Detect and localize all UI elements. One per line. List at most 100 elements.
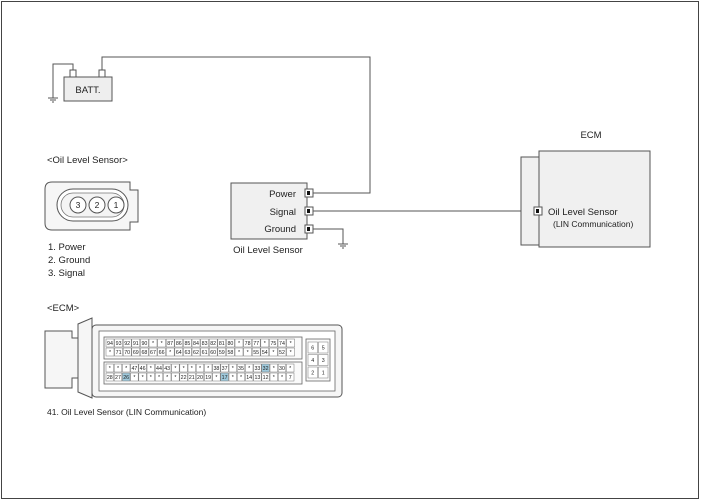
ecm-pin-number: 71 xyxy=(116,350,122,356)
ecm-connector-housing xyxy=(520,156,542,246)
power-wire xyxy=(101,56,371,194)
ecm-pin-number: 84 xyxy=(193,341,199,347)
ecm-pin-cell xyxy=(286,338,295,348)
oil-sensor-pin-1-label: 1 xyxy=(114,200,119,210)
ecm-pin-cell xyxy=(140,347,149,357)
ecm-pin-cell xyxy=(154,363,164,373)
ecm-pin-cell xyxy=(269,347,278,357)
ecm-pin-number: * xyxy=(238,350,240,356)
ecm-pin-cell xyxy=(183,347,192,357)
ecm-pin-cell xyxy=(243,338,252,348)
ecm-pin-number: 47 xyxy=(131,366,137,372)
ecm-pin-cell xyxy=(226,338,235,348)
ecm-pin-cell xyxy=(105,363,114,373)
ecm-pin-number: 70 xyxy=(124,350,130,356)
ecm-connector-flange xyxy=(77,317,93,399)
ecm-pin-cell xyxy=(261,363,270,373)
ecm-pin-number: * xyxy=(150,375,152,381)
battery-ground-wire xyxy=(48,63,74,103)
ecm-pin-cell xyxy=(236,372,246,382)
ecm-pin-cell xyxy=(220,363,229,373)
ecm-side-pin-number: 4 xyxy=(311,358,314,364)
ecm-pin-sublabel: (LIN Communication) xyxy=(553,219,633,229)
ecm-pin-cell xyxy=(138,372,147,382)
ecm-pin-cell xyxy=(130,363,139,373)
ecm-pin-number: 86 xyxy=(176,341,182,347)
ecm-pin-cell xyxy=(114,338,123,348)
ecm-pin-cell xyxy=(174,338,184,348)
sensor-terminal-signal: Signal xyxy=(270,207,296,218)
sensor-box xyxy=(230,182,308,240)
ecm-pin-number: 68 xyxy=(141,350,147,356)
battery: BATT. xyxy=(63,69,113,102)
ecm-pin-number: 59 xyxy=(219,350,225,356)
ecm-side-pin-cell xyxy=(318,341,329,354)
ecm-pin-cell xyxy=(105,338,115,348)
sensor-pin-signal-mark xyxy=(307,209,310,213)
oil-sensor-legend-1: 1. Power xyxy=(48,242,86,253)
ecm-pin-number: * xyxy=(152,341,154,347)
ecm-pin-cell xyxy=(146,363,155,373)
ecm-pin-cell xyxy=(277,338,287,348)
ecm-pin-number: * xyxy=(290,341,292,347)
ecm-pin-cell xyxy=(187,363,196,373)
sensor-pin-power-mark xyxy=(307,191,310,195)
ecm-pin-number: * xyxy=(117,366,119,372)
ecm-pin-cell xyxy=(191,347,201,357)
ecm-pin-cell xyxy=(165,338,175,348)
ecm-pin-number: 81 xyxy=(219,341,225,347)
battery-body xyxy=(63,76,113,102)
ecm-pin-cell xyxy=(179,363,188,373)
ecm-pin-number: 21 xyxy=(189,375,195,381)
ecm-pin-cell xyxy=(228,372,237,382)
ecm-connector-title: <ECM> xyxy=(47,303,80,314)
oil-sensor-pin-2-label: 2 xyxy=(95,200,100,210)
ecm-pin-number: 17 xyxy=(222,375,228,381)
ecm-pin-cell xyxy=(277,363,287,373)
ecm-pin-number: * xyxy=(158,375,160,381)
battery-label: BATT. xyxy=(75,85,100,96)
ecm-pin-number: 37 xyxy=(222,366,228,372)
oil-level-sensor-connector: <Oil Level Sensor> 3 2 1 1. Power 2. Gro… xyxy=(44,155,139,279)
ecm-pin-number: 82 xyxy=(210,341,216,347)
ecm-pin-cell xyxy=(131,347,141,357)
ecm-pin-number: * xyxy=(240,375,242,381)
ecm-pin-cell xyxy=(277,347,287,357)
ecm-pin-number: * xyxy=(199,366,201,372)
ecm-pin-number: * xyxy=(150,366,152,372)
ecm-pin-number: 69 xyxy=(133,350,139,356)
ecm-pin-cell xyxy=(236,363,246,373)
ecm-pin-cell xyxy=(261,372,270,382)
oil-sensor-pin-3 xyxy=(69,196,87,214)
ecm-pin-number: * xyxy=(174,366,176,372)
ecm-pin-number: * xyxy=(290,350,292,356)
ecm-pin-number: * xyxy=(215,375,217,381)
sensor-terminal-power: Power xyxy=(269,189,296,200)
ecm-pin-cell xyxy=(260,347,270,357)
ecm-pin-number: 14 xyxy=(246,375,252,381)
ecm-pin-number: * xyxy=(238,341,240,347)
oil-sensor-pin-1 xyxy=(107,196,125,214)
ecm-pin-number: 92 xyxy=(124,341,130,347)
ecm-pin-cell xyxy=(113,372,123,382)
ecm-pin-number: 30 xyxy=(279,366,285,372)
ecm-pin-number: 90 xyxy=(141,341,147,347)
ecm-pin-number: 94 xyxy=(107,341,113,347)
ecm-pin-cell xyxy=(183,338,192,348)
ecm-pin-cell xyxy=(130,372,139,382)
ecm-pin-number: * xyxy=(289,366,291,372)
ecm-pin-number: * xyxy=(264,341,266,347)
battery-negative-post xyxy=(69,69,77,78)
ecm-pin-number: * xyxy=(109,350,111,356)
sensor-block: Power Signal Ground Oil Level Sensor xyxy=(230,182,314,256)
ecm-pin-cell xyxy=(204,363,213,373)
ecm-pin-number: 80 xyxy=(227,341,233,347)
ecm-box xyxy=(538,150,651,248)
ecm-pin-number: 28 xyxy=(107,375,113,381)
ecm-pin-cell xyxy=(286,372,295,382)
ecm-pin-cell xyxy=(122,363,131,373)
ecm-pin-cell xyxy=(174,347,184,357)
